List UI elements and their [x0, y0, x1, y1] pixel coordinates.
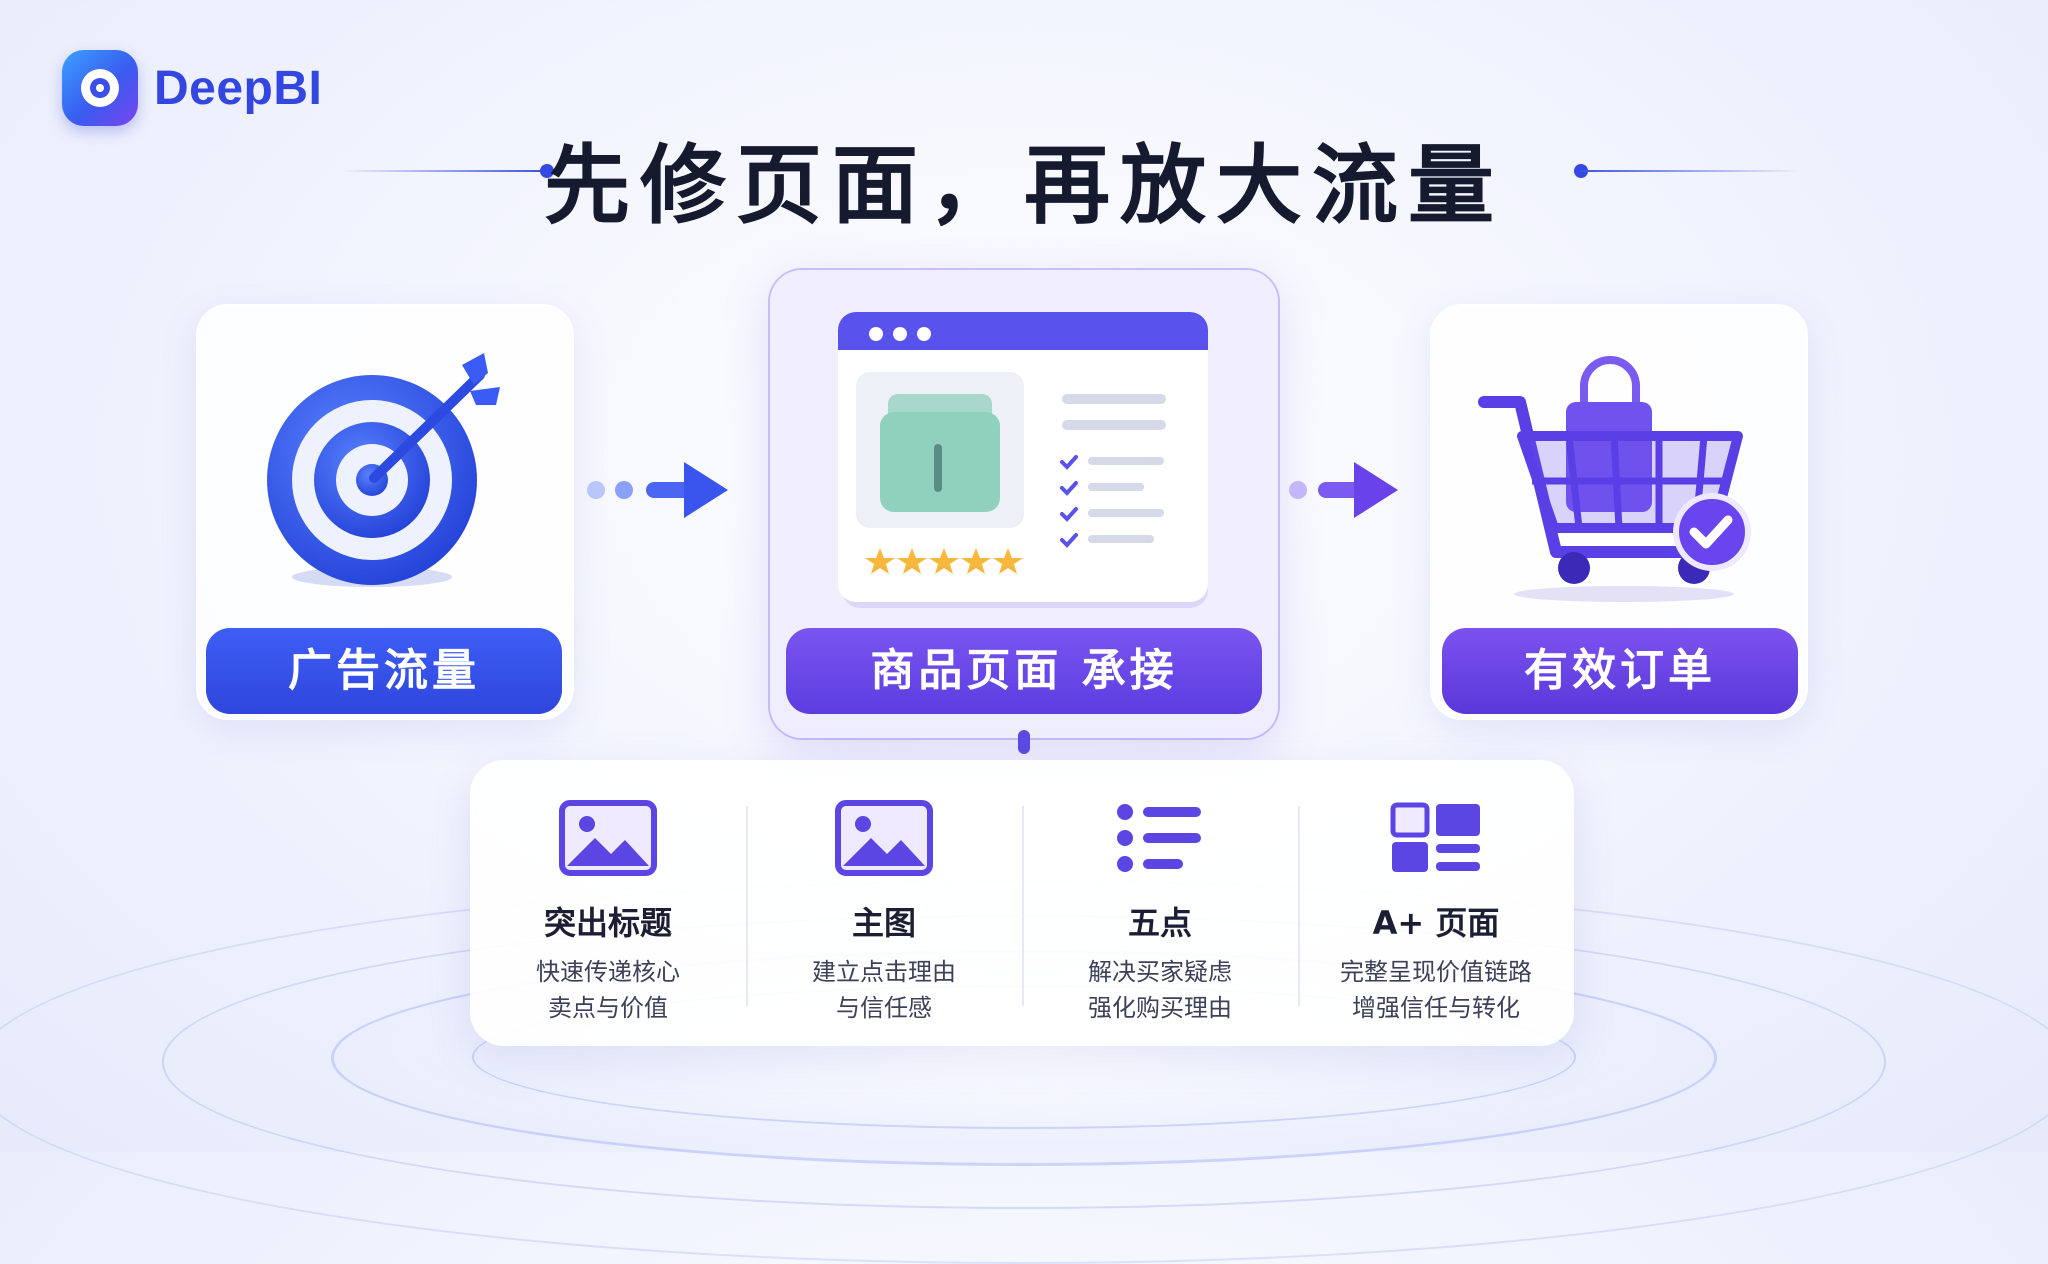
feature-title: 突出标题 — [543, 904, 672, 942]
feature-title: 五点 — [1127, 904, 1192, 942]
layout-grid-icon — [1386, 798, 1486, 878]
title-decor-line-right — [1580, 170, 1800, 172]
stage-label-ad-traffic: 广告流量 — [206, 628, 562, 714]
brand-logo: DeepBI — [62, 50, 322, 126]
title-decor-line-left — [340, 170, 540, 172]
feature-title: A+ 页面 — [1372, 904, 1500, 942]
feature-desc: 建立点击理由 与信任感 — [812, 958, 956, 1022]
feature-desc: 完整呈现价值链路 增强信任与转化 — [1340, 958, 1532, 1022]
target-arrow-icon — [262, 345, 522, 599]
feature-desc: 解决买家疑虑 强化购买理由 — [1088, 958, 1232, 1022]
features-panel: 突出标题 快速传递核心 卖点与价值 主图 建立点击理由 与信任感 — [470, 760, 1574, 1046]
stage-label-product-page: 商品页面 承接 — [786, 628, 1262, 714]
connector-line — [1018, 730, 1030, 754]
title-decor-dot-left — [540, 164, 554, 178]
feature-title-item: 突出标题 快速传递核心 卖点与价值 — [470, 760, 746, 1046]
bullet-list-icon — [1110, 798, 1210, 878]
image-icon — [558, 798, 658, 878]
deepbi-logo-icon — [62, 50, 138, 126]
flow-arrow-2-icon — [1286, 458, 1402, 526]
product-page-icon — [838, 312, 1214, 616]
shopping-cart-check-icon — [1474, 356, 1764, 610]
image-icon — [834, 798, 934, 878]
flow-arrow-1-icon — [586, 458, 732, 526]
stage-label-orders: 有效订单 — [1442, 628, 1798, 714]
feature-a-plus-item: A+ 页面 完整呈现价值链路 增强信任与转化 — [1298, 760, 1574, 1046]
feature-five-points-item: 五点 解决买家疑虑 强化购买理由 — [1022, 760, 1298, 1046]
brand-name: DeepBI — [154, 61, 323, 115]
page-title: 先修页面，再放大流量 — [544, 136, 1504, 236]
feature-title: 主图 — [851, 904, 916, 942]
feature-desc: 快速传递核心 卖点与价值 — [536, 958, 680, 1022]
feature-main-image-item: 主图 建立点击理由 与信任感 — [746, 760, 1022, 1046]
